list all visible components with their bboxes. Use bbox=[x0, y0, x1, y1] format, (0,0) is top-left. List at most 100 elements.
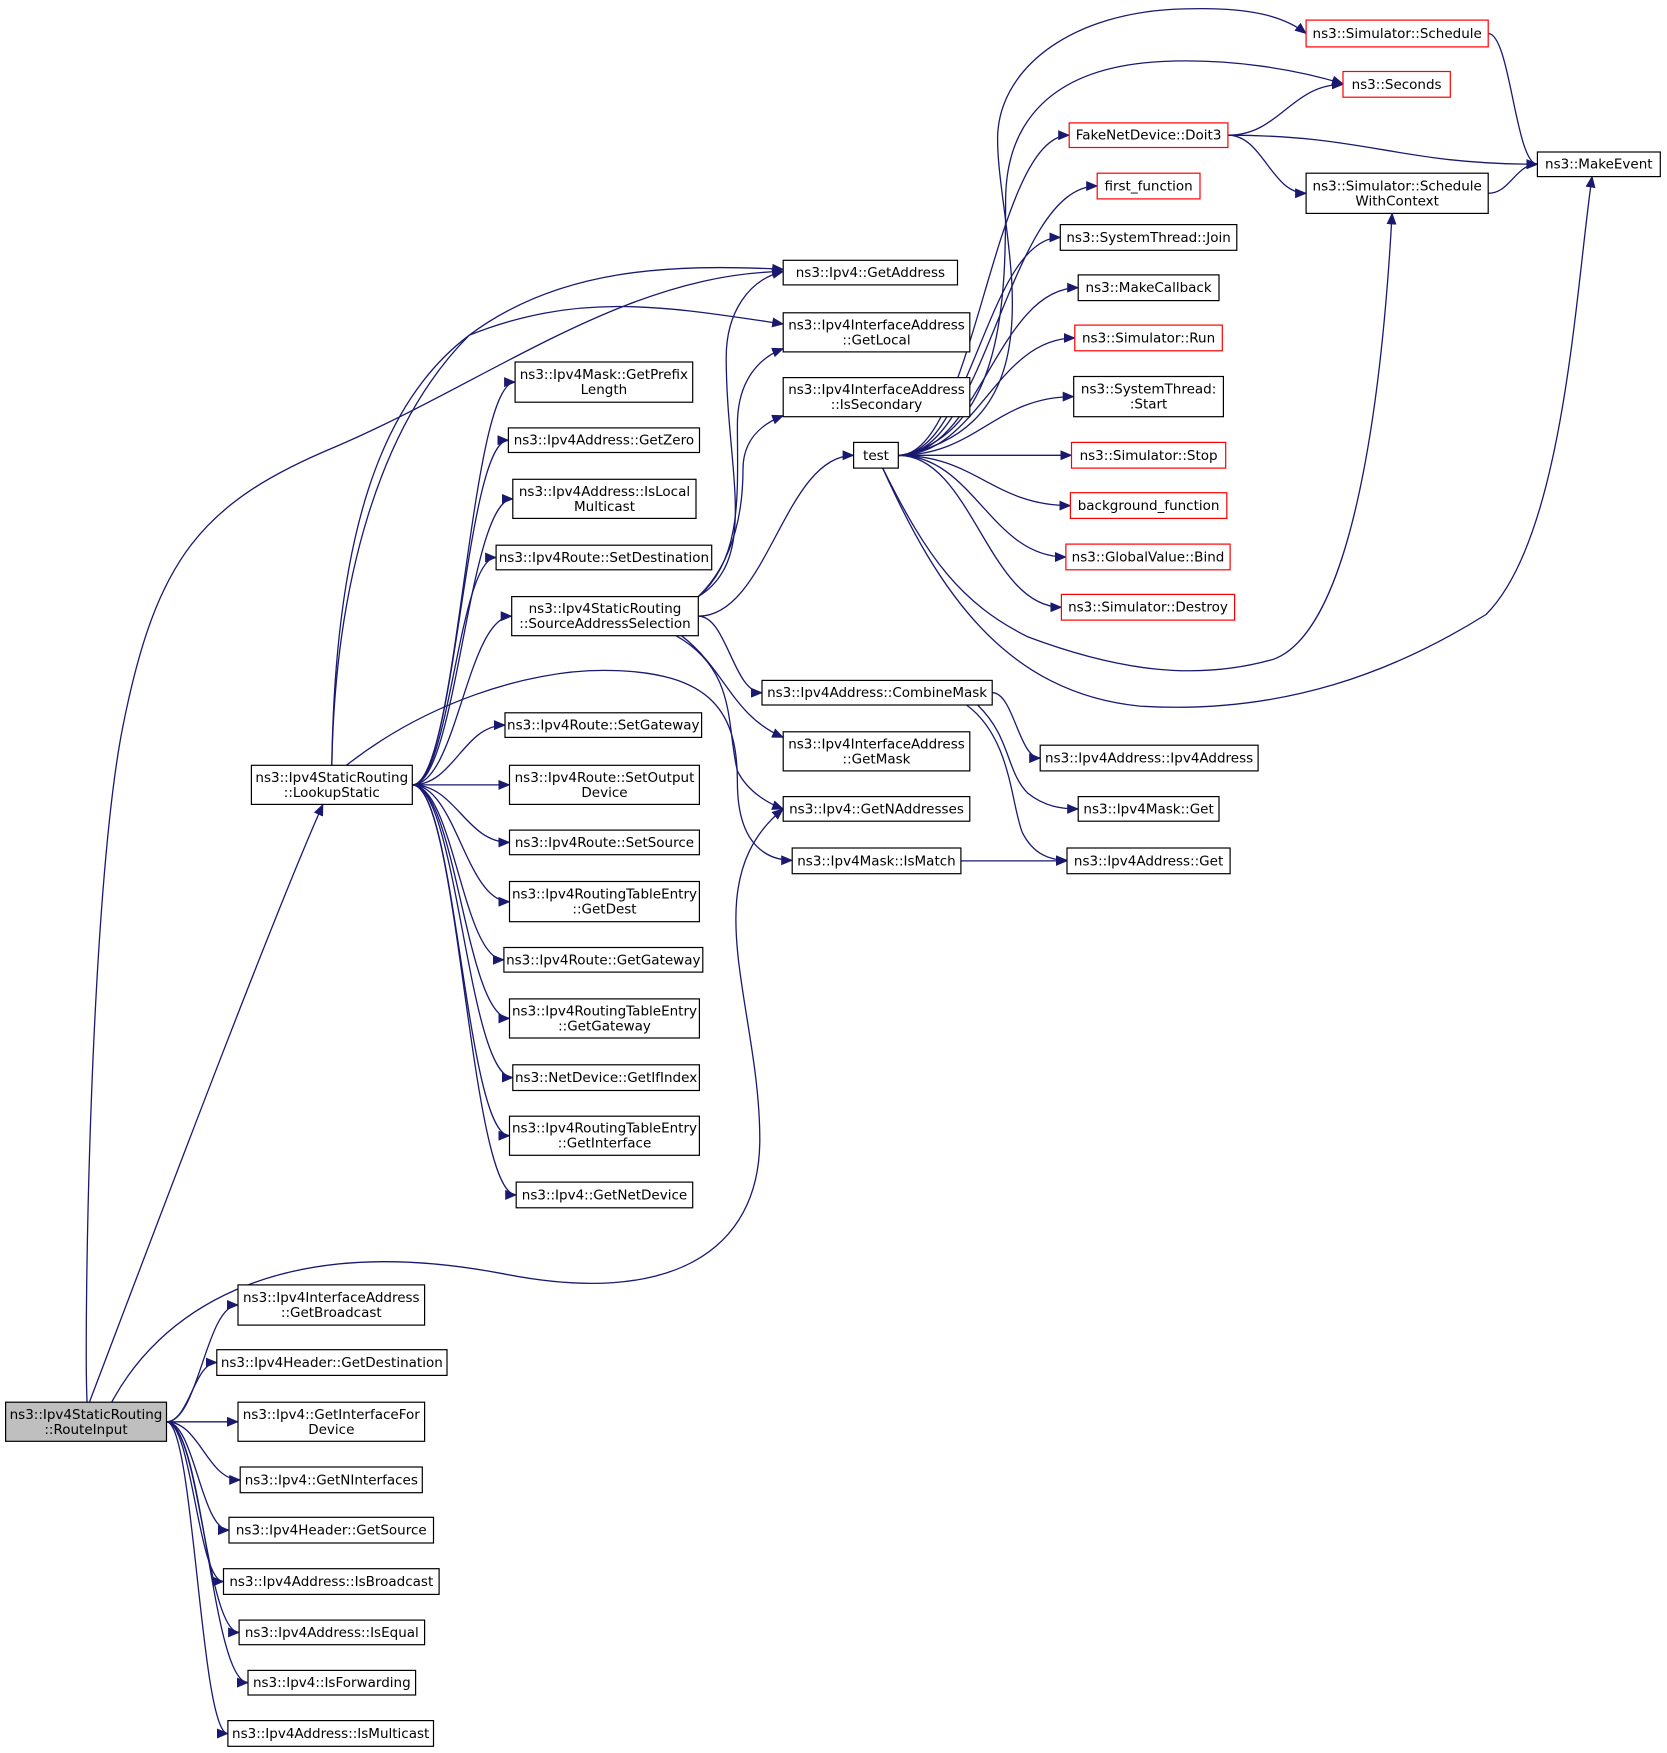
node-ipv4-getaddress[interactable]: ns3::Ipv4::GetAddress bbox=[782, 259, 959, 286]
edge-lookupstatic-to-mask_getprefixlength bbox=[412, 377, 517, 786]
node-routeinput[interactable]: ns3::Ipv4StaticRouting::RouteInput bbox=[4, 1401, 168, 1442]
node-box bbox=[782, 731, 971, 772]
node-sim-stop[interactable]: ns3::Simulator::Stop bbox=[1070, 441, 1227, 469]
node-box bbox=[216, 1349, 448, 1376]
node-label-line: ::GetBroadcast bbox=[281, 1305, 382, 1321]
node-label-line: ns3::Ipv4::GetInterfaceFor bbox=[243, 1407, 421, 1423]
node-label-line: ::GetLocal bbox=[842, 332, 910, 348]
node-background-function[interactable]: background_function bbox=[1069, 492, 1228, 520]
node-seconds[interactable]: ns3::Seconds bbox=[1342, 70, 1451, 98]
edge-test-to-systhread_start bbox=[898, 391, 1075, 456]
node-route-setsource[interactable]: ns3::Ipv4Route::SetSource bbox=[508, 829, 700, 856]
node-label-line: ::IsSecondary bbox=[831, 397, 923, 413]
node-makeevent[interactable]: ns3::MakeEvent bbox=[1536, 151, 1661, 178]
node-label-line: ns3::Ipv4::GetNetDevice bbox=[522, 1187, 687, 1203]
node-route-setgateway[interactable]: ns3::Ipv4Route::SetGateway bbox=[504, 712, 703, 738]
node-sim-run[interactable]: ns3::Simulator::Run bbox=[1074, 324, 1223, 352]
node-box bbox=[238, 1619, 426, 1646]
node-box bbox=[514, 361, 694, 403]
node-label-line: first_function bbox=[1104, 179, 1192, 195]
node-ifa-getlocal[interactable]: ns3::Ipv4InterfaceAddress::GetLocal bbox=[782, 312, 971, 353]
node-first-function[interactable]: first_function bbox=[1096, 172, 1201, 200]
node-box bbox=[508, 829, 700, 856]
node-ipv4-getnaddresses[interactable]: ns3::Ipv4::GetNAddresses bbox=[782, 795, 971, 822]
node-systhread-join[interactable]: ns3::SystemThread::Join bbox=[1059, 224, 1238, 251]
node-box bbox=[515, 1181, 694, 1209]
node-addr-getzero[interactable]: ns3::Ipv4Address::GetZero bbox=[507, 427, 701, 454]
node-rte-getinterface[interactable]: ns3::Ipv4RoutingTableEntry::GetInterface bbox=[508, 1115, 700, 1156]
node-route-setdestination[interactable]: ns3::Ipv4Route::SetDestination bbox=[495, 544, 713, 571]
edge-lookupstatic-to-ifa_getlocal bbox=[331, 305, 785, 766]
node-box bbox=[1305, 172, 1489, 214]
node-box bbox=[1536, 151, 1661, 178]
node-ifa-getmask[interactable]: ns3::Ipv4InterfaceAddress::GetMask bbox=[782, 731, 971, 772]
node-box bbox=[1069, 492, 1228, 520]
node-label-line: ns3::Ipv4Route::SetOutput bbox=[515, 770, 695, 786]
node-netdevice-getifindex[interactable]: ns3::NetDevice::GetIfIndex bbox=[512, 1064, 700, 1092]
node-box bbox=[512, 478, 697, 519]
node-doit3[interactable]: FakeNetDevice::Doit3 bbox=[1068, 122, 1229, 149]
node-box bbox=[512, 1064, 700, 1092]
node-label-line: ::SourceAddressSelection bbox=[519, 616, 690, 632]
node-addr-ipv4address[interactable]: ns3::Ipv4Address::Ipv4Address bbox=[1039, 744, 1259, 772]
node-box bbox=[507, 427, 701, 454]
node-lookupstatic[interactable]: ns3::Ipv4StaticRouting::LookupStatic bbox=[250, 764, 413, 805]
node-hdr-getsource[interactable]: ns3::Ipv4Header::GetSource bbox=[228, 1516, 435, 1544]
node-hdr-getdestination[interactable]: ns3::Ipv4Header::GetDestination bbox=[216, 1349, 448, 1376]
edge-routeinput-to-ipv4_getaddress bbox=[85, 266, 785, 1403]
node-addr-combinemask[interactable]: ns3::Ipv4Address::CombineMask bbox=[761, 679, 993, 706]
node-box bbox=[1060, 593, 1236, 621]
edge-routeinput-to-ipv4_isforwarding bbox=[166, 1421, 249, 1688]
node-label-line: ns3::Ipv4StaticRouting bbox=[10, 1407, 163, 1423]
node-box bbox=[495, 544, 713, 571]
node-box bbox=[1066, 847, 1231, 875]
node-addr-isbroadcast[interactable]: ns3::Ipv4Address::IsBroadcast bbox=[222, 1568, 440, 1595]
node-addr-get[interactable]: ns3::Ipv4Address::Get bbox=[1066, 847, 1231, 875]
edge-test-to-sim_run bbox=[898, 333, 1076, 456]
node-label-line: ::GetDest bbox=[572, 902, 636, 918]
node-label-line: ns3::Ipv4Address::IsBroadcast bbox=[229, 1574, 433, 1590]
edge-test-to-seconds bbox=[898, 60, 1344, 457]
node-label-line: ns3::Ipv4StaticRouting bbox=[529, 601, 682, 617]
node-sim-destroy[interactable]: ns3::Simulator::Destroy bbox=[1060, 593, 1236, 621]
node-rte-getgateway[interactable]: ns3::Ipv4RoutingTableEntry::GetGateway bbox=[508, 998, 700, 1039]
edge-routeinput-to-addr_isbroadcast bbox=[166, 1421, 225, 1587]
edge-lookupstatic-to-rte_getinterface bbox=[412, 784, 511, 1141]
node-ipv4-getnetdevice[interactable]: ns3::Ipv4::GetNetDevice bbox=[515, 1181, 694, 1209]
node-mask-get[interactable]: ns3::Ipv4Mask::Get bbox=[1077, 795, 1220, 822]
node-rte-getdest[interactable]: ns3::Ipv4RoutingTableEntry::GetDest bbox=[508, 880, 700, 923]
node-label-line: ns3::Ipv4Header::GetDestination bbox=[221, 1355, 443, 1371]
node-label-line: ns3::Simulator::Destroy bbox=[1068, 600, 1228, 616]
node-ipv4-getninterfaces[interactable]: ns3::Ipv4::GetNInterfaces bbox=[239, 1466, 423, 1494]
node-label-line: background_function bbox=[1078, 498, 1220, 514]
node-label-line: ns3::Ipv4Mask::IsMatch bbox=[797, 853, 955, 869]
node-makecallback[interactable]: ns3::MakeCallback bbox=[1077, 274, 1220, 302]
node-globalvalue-bind[interactable]: ns3::GlobalValue::Bind bbox=[1065, 543, 1231, 571]
node-sim-schedule[interactable]: ns3::Simulator::Schedule bbox=[1305, 19, 1489, 48]
node-ipv4-isforwarding[interactable]: ns3::Ipv4::IsForwarding bbox=[247, 1669, 417, 1696]
node-addr-isequal[interactable]: ns3::Ipv4Address::IsEqual bbox=[238, 1619, 426, 1646]
node-test[interactable]: test bbox=[852, 441, 899, 469]
node-ifa-issecondary[interactable]: ns3::Ipv4InterfaceAddress::IsSecondary bbox=[782, 377, 971, 418]
node-systhread-start[interactable]: ns3::SystemThread::Start bbox=[1073, 375, 1224, 418]
edge-lookupstatic-to-sourceaddressselection bbox=[412, 611, 513, 786]
node-box bbox=[250, 764, 413, 805]
edge-test-to-first_function bbox=[898, 181, 1099, 456]
edge-lookupstatic-to-ipv4_getnetdevice bbox=[412, 784, 518, 1200]
node-route-getgateway[interactable]: ns3::Ipv4Route::GetGateway bbox=[503, 946, 704, 973]
edge-test-to-makeevent bbox=[882, 175, 1596, 708]
node-ifa-getbroadcast[interactable]: ns3::Ipv4InterfaceAddress::GetBroadcast bbox=[237, 1284, 426, 1326]
node-label-line: ::RouteInput bbox=[44, 1422, 127, 1438]
edge-sourceaddressselection-to-test bbox=[698, 450, 855, 617]
node-label-line: ns3::Simulator::Schedule bbox=[1313, 26, 1482, 42]
node-mask-ismatch[interactable]: ns3::Ipv4Mask::IsMatch bbox=[791, 847, 962, 875]
node-label-line: ns3::Simulator::Stop bbox=[1080, 448, 1218, 464]
node-sourceaddressselection[interactable]: ns3::Ipv4StaticRouting::SourceAddressSel… bbox=[511, 595, 699, 637]
node-addr-ismulticast[interactable]: ns3::Ipv4Address::IsMulticast bbox=[227, 1719, 435, 1747]
node-label-line: ns3::Ipv4Route::SetDestination bbox=[499, 550, 709, 566]
